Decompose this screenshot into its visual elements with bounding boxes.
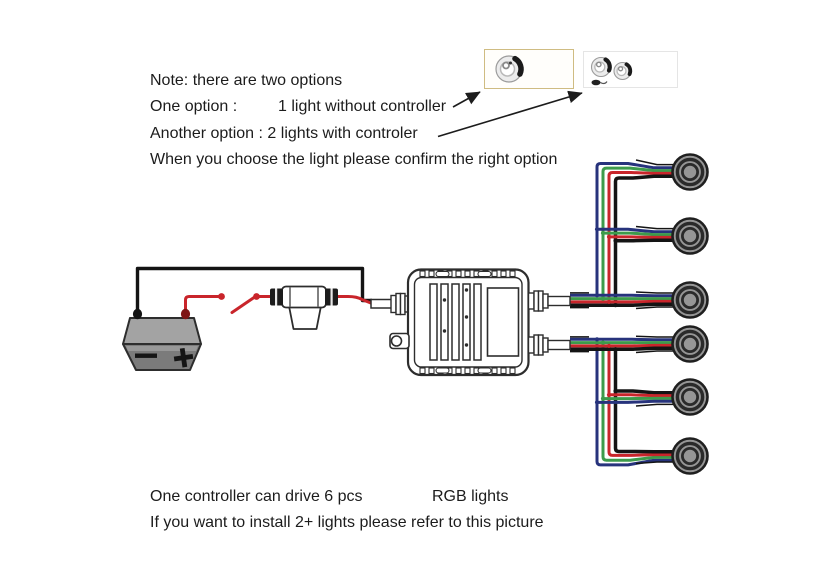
confirm-line: When you choose the light please confirm… [150,151,558,168]
rgb-light-2 [670,216,710,256]
rgb-harness [570,159,674,467]
drive-line-suffix: RGB lights [432,488,509,505]
rgb-lights [670,152,710,476]
install-line: If you want to install 2+ lights please … [150,514,544,531]
battery-negative-terminal [132,308,143,320]
power-wiring [135,266,373,314]
positive-wire-a [184,295,219,313]
rgb-light-3 [670,280,710,320]
switch-blade [230,296,256,314]
controller-label [486,287,520,357]
rgb-light-4 [670,324,710,364]
battery-positive-terminal [180,308,191,320]
switch [218,293,260,300]
rgb-light-6 [670,436,710,476]
battery-plus-symbol [173,347,194,368]
battery-minus-symbol [135,353,157,358]
annotation-arrows [437,90,583,138]
rgb-light-5 [670,377,710,417]
option-one-value: 1 light without controller [278,98,447,115]
rgb-light-1 [670,152,710,192]
option-two-line: Another option : 2 lights with controler [150,125,418,142]
option-one-label: One option : [150,98,238,115]
battery [122,317,202,371]
harness-junction-dots [594,227,618,405]
thumbnail-two-lights [583,51,678,88]
positive-wire-c [338,295,373,305]
note-line: Note: there are two options [150,72,343,89]
two-lights-image [590,56,633,86]
drive-line-prefix: One controller can drive 6 pcs [150,488,363,505]
option-one-line: One option : 1 light without controller [150,97,446,117]
drive-line: One controller can drive 6 pcs RGB light… [150,487,508,507]
one-light-image [495,55,524,83]
rgb-controller [370,268,571,377]
fuse-holder [270,285,338,330]
thumbnail-one-light [484,49,574,89]
